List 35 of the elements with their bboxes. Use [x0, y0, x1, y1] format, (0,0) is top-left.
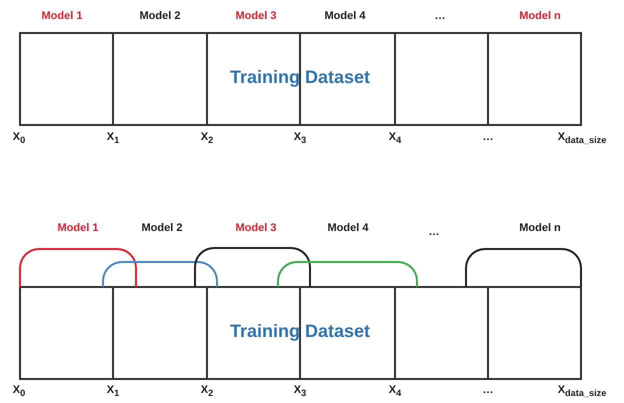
tick-label: X$_{0}$	[12, 131, 26, 146]
tick-label: X$_{data_size}$	[558, 131, 606, 146]
dataset-band	[19, 286, 582, 380]
model-window-arc	[19, 248, 137, 287]
tick-label: X$_{4}$	[388, 384, 402, 398]
tick-label: X$_{4}$	[388, 131, 402, 146]
model-label: Model n	[519, 222, 561, 234]
tick-label: X$_{3}$	[294, 384, 306, 398]
model-window-arc	[194, 247, 311, 287]
model-label: Model 2	[142, 222, 182, 234]
tick-label: X$_{1}$	[106, 131, 120, 146]
tick-label: X$_{2}$	[200, 131, 214, 146]
tick-label: X$_{3}$	[294, 131, 306, 146]
tick-label: X$_{0}$	[12, 384, 26, 398]
model-window-arc	[465, 248, 582, 287]
model-label: Model 4	[324, 10, 366, 22]
tick-label: X$_{1}$	[106, 384, 120, 398]
model-label: Model 2	[140, 10, 180, 22]
tick-label: X$_{data_size}$	[558, 384, 606, 398]
dataset-label: Training Dataset	[230, 321, 370, 342]
dataset-label: Training Dataset	[230, 67, 370, 88]
model-label: Model 4	[328, 222, 368, 234]
ellipsis-label: …	[434, 10, 446, 22]
model-window-arc	[277, 261, 418, 287]
model-label: Model 1	[58, 222, 98, 234]
tick-label: …	[482, 131, 494, 143]
tick-label: …	[482, 384, 494, 396]
model-label: Model 3	[236, 10, 276, 22]
model-label: Model 1	[42, 10, 82, 22]
tick-label: X$_{2}$	[200, 384, 214, 398]
model-label: Model n	[519, 10, 561, 22]
model-window-arc	[102, 261, 218, 287]
dataset-band	[19, 32, 582, 126]
ellipsis-label: …	[428, 226, 440, 238]
model-label: Model 3	[236, 222, 276, 234]
